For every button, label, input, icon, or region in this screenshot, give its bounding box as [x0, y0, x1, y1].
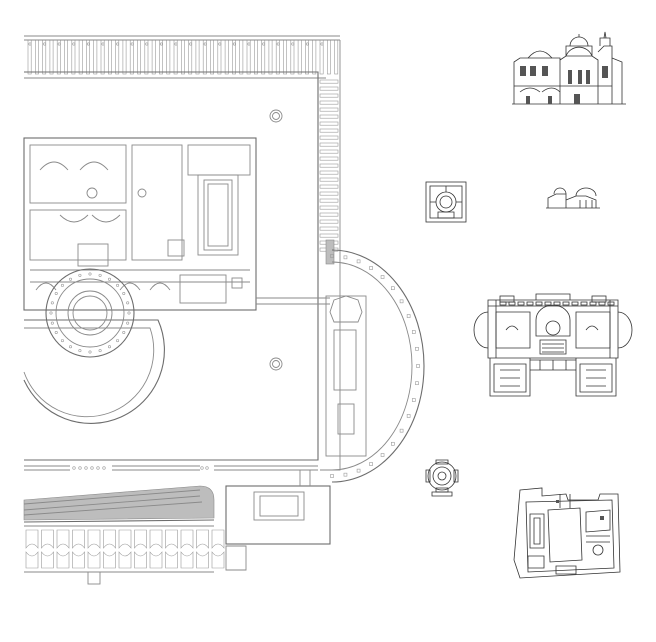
exedra — [325, 249, 425, 483]
outer-wall-right — [320, 40, 341, 471]
right-colonnade — [319, 79, 339, 265]
small-square-plan — [425, 181, 467, 223]
lower-building — [225, 470, 331, 571]
courtyard-fountain-bottom-inner — [272, 360, 280, 368]
bath-complex-plan — [473, 293, 633, 397]
palace-block — [23, 137, 257, 311]
domed-building-section — [512, 31, 626, 105]
small-rotunda-plan — [425, 459, 459, 497]
courtyard-fountain-bottom — [269, 357, 283, 371]
courtyard-fountain-top — [269, 109, 283, 123]
courtyard-fountain-top-inner — [272, 112, 280, 120]
stadium — [23, 485, 215, 523]
lower-walkway — [24, 465, 318, 471]
small-domed-elevation — [546, 187, 600, 209]
top-colonnade — [24, 39, 340, 79]
large-complex-plan — [23, 35, 425, 585]
main-courtyard-outline — [24, 71, 319, 461]
connector-passage — [256, 297, 330, 305]
rotunda — [23, 268, 165, 424]
courtyard-palace-plan — [513, 487, 621, 579]
bottom-arcade — [24, 525, 225, 585]
